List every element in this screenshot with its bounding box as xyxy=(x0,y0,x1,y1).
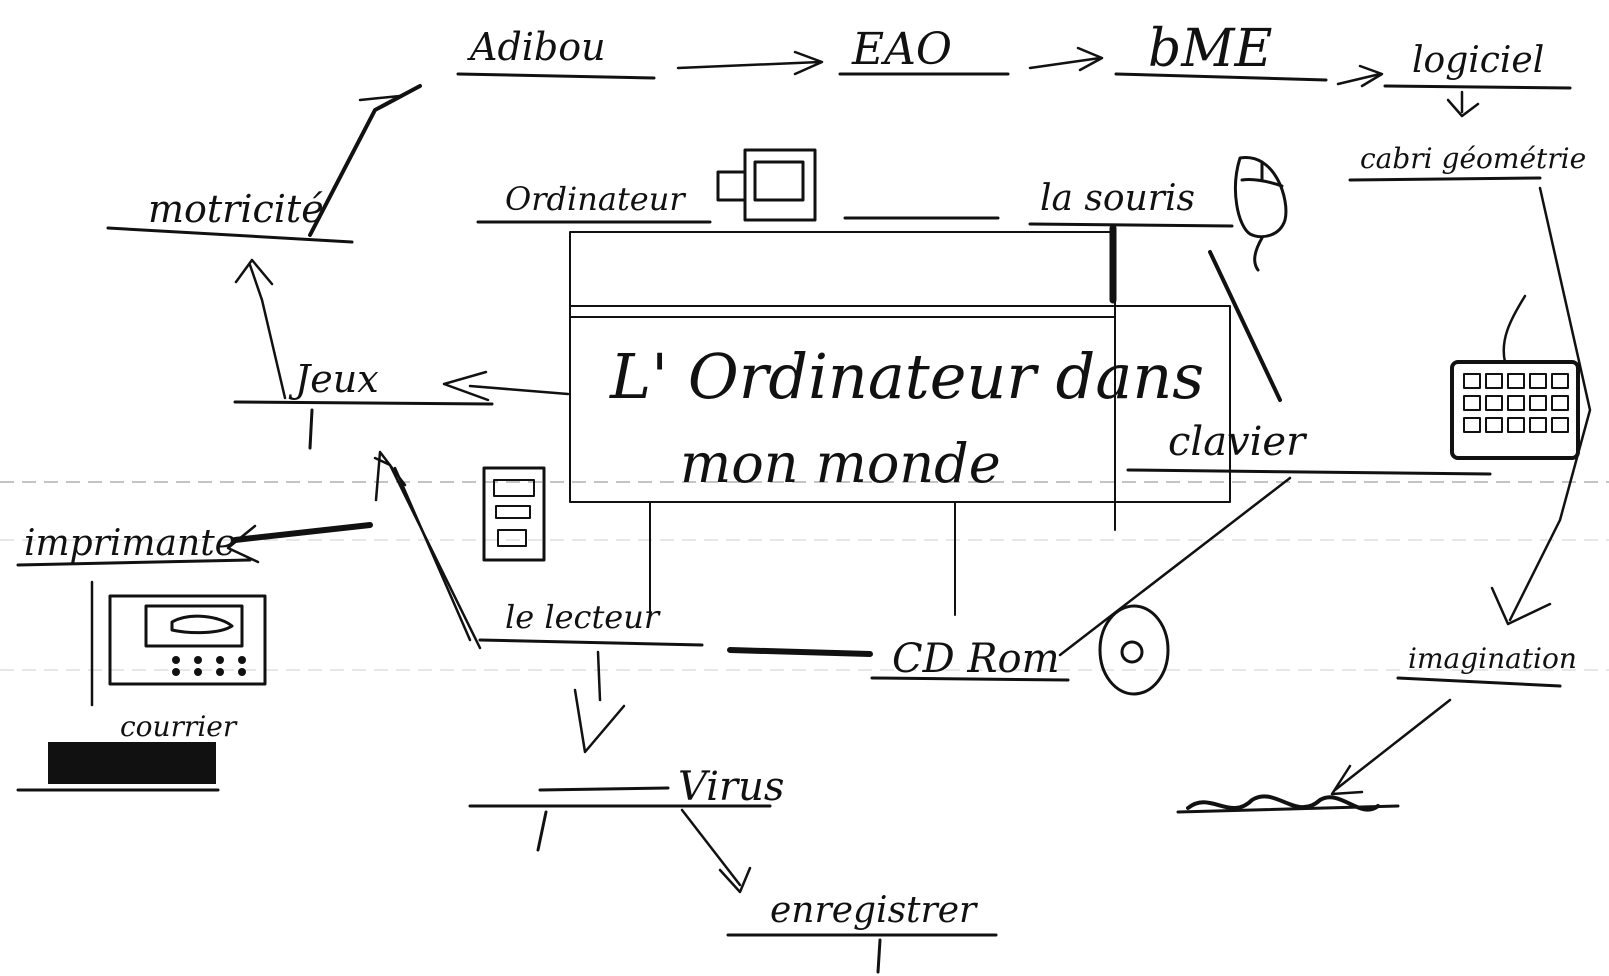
node-adibou-label: Adibou xyxy=(467,25,606,69)
keyboard-icon xyxy=(1450,294,1580,460)
scribble-block xyxy=(48,742,216,784)
node-courrier: courrier xyxy=(16,710,238,792)
node-clavier-label: clavier xyxy=(1168,419,1308,465)
node-lecteur-label: le lecteur xyxy=(505,598,661,636)
node-cabri-label: cabri géométrie xyxy=(1360,142,1586,175)
node-enregistrer-label: enregistrer xyxy=(770,890,978,931)
node-cabri: cabri géométrie xyxy=(1348,142,1586,182)
monitor-icon xyxy=(716,148,817,222)
node-clavier: clavier xyxy=(1126,419,1492,476)
node-souris: la souris xyxy=(843,178,1234,304)
node-virus-label: Virus xyxy=(678,764,784,810)
central-frame: L' Ordinateur dans mon monde xyxy=(569,231,1231,616)
node-lecteur: le lecteur xyxy=(478,598,704,647)
node-cdrom-label: CD Rom xyxy=(892,636,1060,682)
node-bme: bME xyxy=(1114,19,1328,82)
node-logiciel-label: logiciel xyxy=(1412,40,1544,81)
node-jeux: Jeux xyxy=(233,357,494,450)
connectors xyxy=(90,46,1592,894)
node-imagination: imagination xyxy=(1396,642,1577,688)
printer-icon xyxy=(108,594,267,686)
node-motricite: motricité xyxy=(106,187,354,244)
node-logiciel: logiciel xyxy=(1383,40,1572,90)
node-courrier-label: courrier xyxy=(120,710,238,743)
node-jeux-label: Jeux xyxy=(288,357,379,401)
disk-drive-icon xyxy=(482,466,546,562)
title-line2: mon monde xyxy=(680,432,1001,495)
node-virus: Virus xyxy=(468,764,784,852)
title-line1: L' Ordinateur dans xyxy=(609,340,1204,413)
node-eao: EAO xyxy=(838,24,1010,76)
node-imprimante: imprimante xyxy=(16,523,252,567)
node-enregistrer: enregistrer xyxy=(726,890,998,974)
node-ordinateur: Ordinateur xyxy=(476,180,712,224)
mouse-icon xyxy=(1233,156,1288,272)
node-cdrom: CD Rom xyxy=(870,636,1070,682)
node-imprimante-label: imprimante xyxy=(24,523,236,564)
node-bme-label: bME xyxy=(1148,19,1273,79)
node-adibou: Adibou xyxy=(456,25,656,80)
scribble-bottom-right xyxy=(1176,794,1400,814)
node-ordinateur-label: Ordinateur xyxy=(505,180,686,218)
node-imagination-label: imagination xyxy=(1408,642,1577,675)
node-motricite-label: motricité xyxy=(148,187,324,231)
cd-icon xyxy=(1098,604,1170,696)
node-eao-label: EAO xyxy=(851,24,952,75)
node-souris-label: la souris xyxy=(1040,178,1195,219)
